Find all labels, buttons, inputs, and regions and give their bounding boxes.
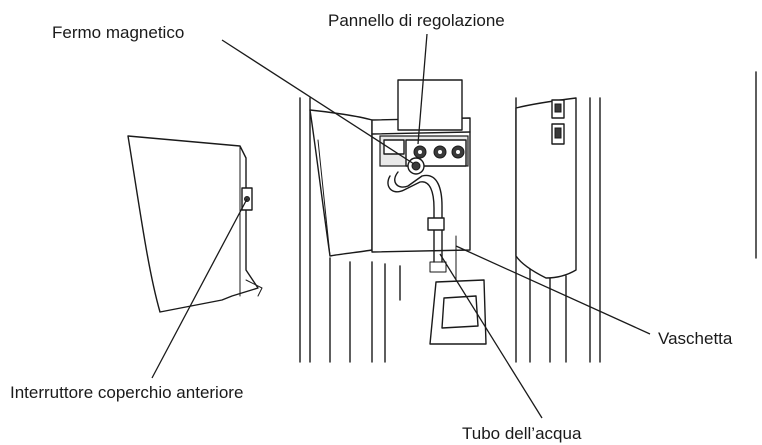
leader-magnetic-latch (221, 39, 415, 165)
front-cover (127, 135, 263, 313)
label-front-cover-switch: Interruttore coperchio anteriore (10, 383, 244, 402)
label-tray: Vaschetta (658, 329, 733, 348)
left-housing (309, 109, 373, 257)
leader-tray (455, 245, 651, 335)
magnetic-latch (407, 157, 425, 175)
label-magnetic-latch: Fermo magnetico (52, 23, 185, 42)
right-housing (515, 97, 577, 279)
label-control-panel: Pannello di regolazione (328, 11, 505, 30)
leader-water-tube (439, 253, 543, 419)
water-tube (387, 171, 447, 273)
leader-control-panel (417, 33, 428, 145)
leader-lines (151, 33, 651, 419)
machine-frame (299, 97, 601, 363)
leader-front-cover-switch (151, 198, 248, 379)
label-water-tube: Tubo dell’acqua (462, 424, 582, 443)
tray (429, 235, 487, 345)
